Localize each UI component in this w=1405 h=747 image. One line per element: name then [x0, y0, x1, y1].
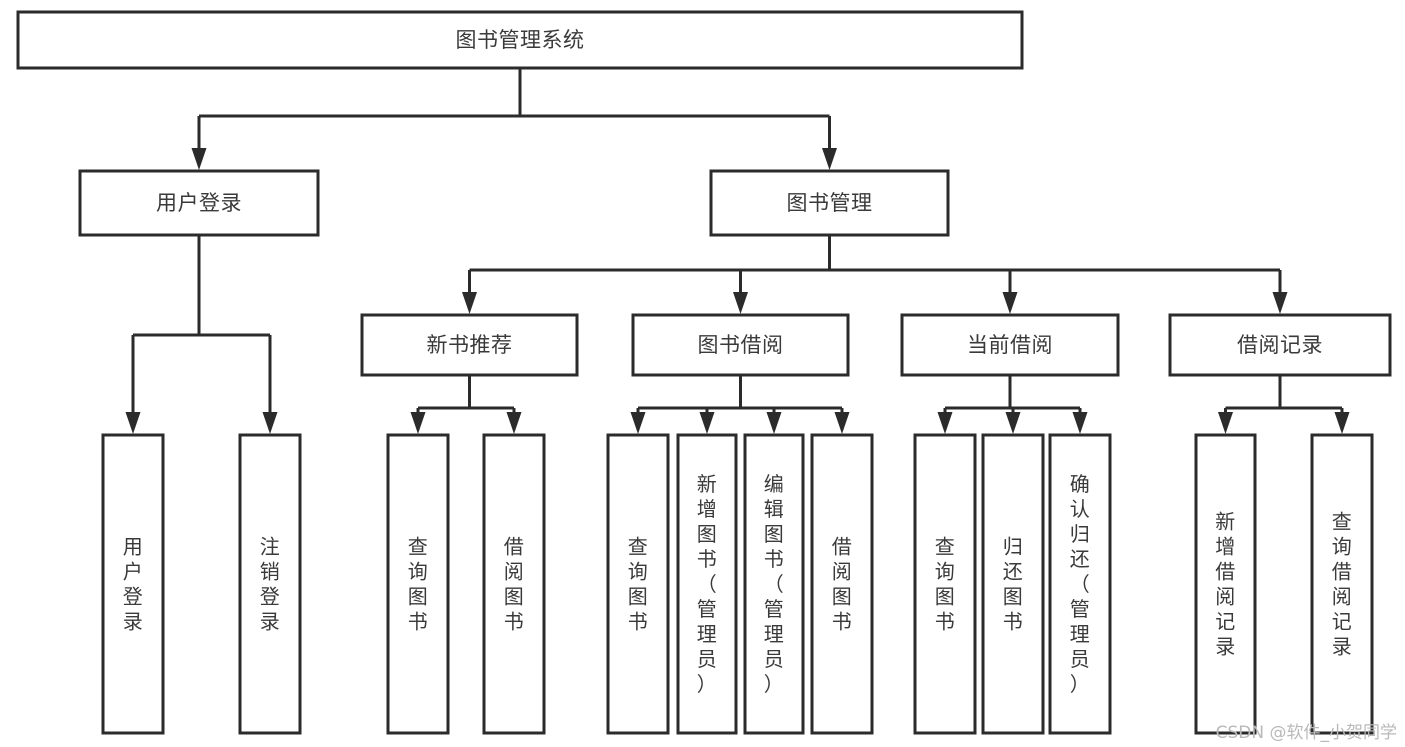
node-box: [1194, 433, 1257, 735]
tree-node-leaf_8[interactable]: 查询图书: [913, 433, 977, 735]
tree-node-leaf_5[interactable]: 新增图书（管理员）: [676, 433, 738, 735]
tree-node-leaf_12[interactable]: 查询借阅记录: [1310, 433, 1374, 735]
node-box: [900, 313, 1120, 377]
tree-node-leaf_6[interactable]: 编辑图书（管理员）: [743, 433, 805, 735]
connector-arrowhead: [1072, 412, 1088, 434]
node-box: [78, 169, 320, 237]
tree-node-leaf_9[interactable]: 归还图书: [981, 433, 1045, 735]
node-box: [386, 433, 450, 735]
tree-node-leaf_10[interactable]: 确认归还（管理员）: [1048, 433, 1112, 735]
node-box: [676, 433, 738, 735]
connector-arrowhead: [1218, 412, 1233, 434]
connector-arrowhead: [1005, 412, 1021, 434]
node-label: 归还图书: [1003, 535, 1024, 634]
node-label: 图书管理: [787, 191, 873, 215]
node-label: 图书管理系统: [456, 28, 585, 52]
node-label: 新增借阅记录: [1215, 510, 1236, 659]
connector-arrowhead: [834, 412, 850, 434]
tree-node-l3_0[interactable]: 新书推荐: [360, 313, 579, 377]
node-label: 用户登录: [123, 535, 144, 634]
node-label: 注销登录: [260, 535, 281, 634]
node-label: 图书借阅: [698, 333, 784, 357]
node-label: 新增图书（管理员）: [697, 472, 718, 696]
node-box: [238, 433, 302, 735]
node-box: [606, 433, 670, 735]
node-label: 借阅记录: [1237, 333, 1323, 357]
node-box: [1168, 313, 1392, 377]
nodes-layer: 图书管理系统用户登录图书管理新书推荐图书借阅当前借阅借阅记录用户登录注销登录查询…: [16, 10, 1392, 735]
connector-arrowhead: [1334, 412, 1350, 434]
tree-node-root[interactable]: 图书管理系统: [16, 10, 1024, 70]
node-label: 借阅图书: [832, 535, 853, 634]
tree-node-leaf_1[interactable]: 注销登录: [238, 433, 302, 735]
node-box: [360, 313, 579, 377]
node-label: 查询图书: [408, 535, 429, 634]
node-label: 查询借阅记录: [1332, 510, 1353, 659]
connector-arrowhead: [1272, 292, 1288, 314]
connector-arrowhead: [262, 412, 278, 434]
node-box: [981, 433, 1045, 735]
tree-node-l2_1[interactable]: 图书管理: [709, 169, 950, 237]
node-box: [1048, 433, 1112, 735]
tree-node-leaf_7[interactable]: 借阅图书: [810, 433, 874, 735]
node-label: 新书推荐: [427, 333, 513, 357]
tree-node-l3_2[interactable]: 当前借阅: [900, 313, 1120, 377]
connector-arrowhead: [191, 148, 207, 170]
connector-arrowhead: [937, 412, 953, 434]
tree-node-leaf_11[interactable]: 新增借阅记录: [1194, 433, 1257, 735]
connector-arrowhead: [506, 412, 522, 434]
node-label: 查询图书: [628, 535, 649, 634]
connector-arrowhead: [766, 412, 782, 434]
node-box: [810, 433, 874, 735]
connector-arrowhead: [699, 412, 715, 434]
node-box: [101, 433, 165, 735]
node-label: 借阅图书: [504, 535, 525, 634]
tree-node-l3_3[interactable]: 借阅记录: [1168, 313, 1392, 377]
connector-arrowhead: [733, 292, 748, 314]
connectors-layer: [125, 68, 1350, 434]
node-box: [16, 10, 1024, 70]
connector-arrowhead: [630, 412, 646, 434]
node-label: 用户登录: [156, 191, 242, 215]
node-label: 编辑图书（管理员）: [764, 472, 785, 696]
connector-arrowhead: [462, 292, 477, 314]
node-box: [631, 313, 850, 377]
watermark-text: CSDN @软件_小贺同学: [1215, 723, 1397, 743]
connector-arrowhead: [410, 412, 426, 434]
tree-node-l3_1[interactable]: 图书借阅: [631, 313, 850, 377]
connector-arrowhead: [1002, 292, 1018, 314]
tree-node-leaf_2[interactable]: 查询图书: [386, 433, 450, 735]
tree-node-leaf_0[interactable]: 用户登录: [101, 433, 165, 735]
node-box: [743, 433, 805, 735]
connector-arrowhead: [822, 148, 837, 170]
connector-arrowhead: [125, 412, 141, 434]
node-label: 当前借阅: [967, 333, 1053, 357]
node-box: [482, 433, 546, 735]
node-label: 查询图书: [935, 535, 956, 634]
node-box: [1310, 433, 1374, 735]
tree-node-leaf_4[interactable]: 查询图书: [606, 433, 670, 735]
node-label: 确认归还（管理员）: [1070, 472, 1091, 696]
tree-node-leaf_3[interactable]: 借阅图书: [482, 433, 546, 735]
node-box: [709, 169, 950, 237]
tree-node-l2_0[interactable]: 用户登录: [78, 169, 320, 237]
node-box: [913, 433, 977, 735]
